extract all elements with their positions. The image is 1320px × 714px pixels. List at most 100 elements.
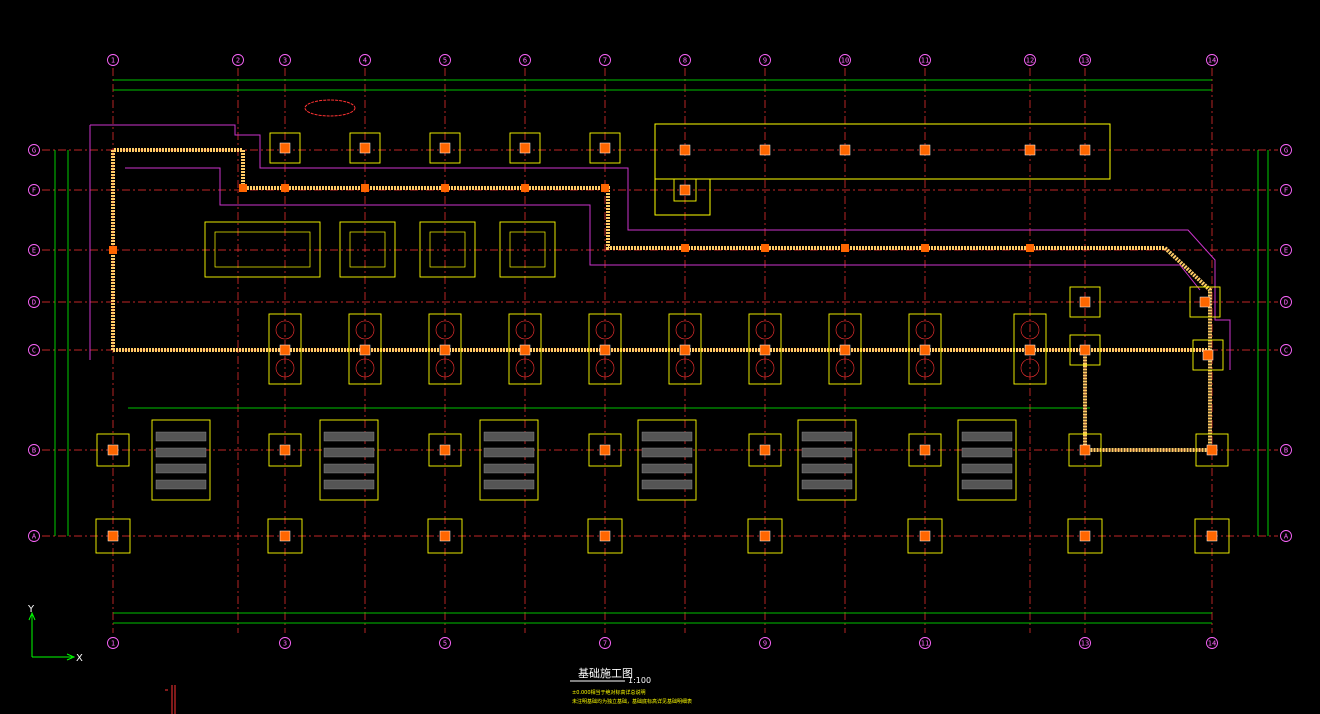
revision-cloud xyxy=(304,99,356,117)
grid-bubble-top-11: 11 xyxy=(919,54,931,66)
large-footings xyxy=(204,221,556,278)
large-footing-1 xyxy=(204,221,321,278)
wall-column-marker xyxy=(361,184,369,192)
double-footing-3 xyxy=(428,313,462,385)
strip-footing-path xyxy=(111,148,1212,452)
grid-bubble-bottom-14: 14 xyxy=(1206,637,1218,649)
footing-g-1 xyxy=(269,132,301,164)
grid-bubble-top-4-circle xyxy=(359,54,371,66)
pile-circle-upper xyxy=(515,320,535,340)
grid-bubble-top-3-label: 3 xyxy=(283,57,287,65)
grid-bubble-bottom-5-circle xyxy=(439,637,451,649)
footing-b-2-column xyxy=(279,444,291,456)
footing-a-6-outline xyxy=(907,518,943,554)
grid-bubble-right-A-circle xyxy=(1280,530,1292,542)
grid-bubble-right-D-circle xyxy=(1280,296,1292,308)
wall-column-6 xyxy=(521,184,529,192)
grid-bubble-right-D-label: D xyxy=(1284,299,1288,307)
grid-bubble-top-8-label: 8 xyxy=(683,57,687,65)
grid-bubble-top-2-circle xyxy=(232,54,244,66)
grid-bubble-right-G: G xyxy=(1280,144,1292,156)
footing-b-7 xyxy=(1068,433,1102,467)
double-footing-outline xyxy=(668,313,702,385)
ucs-x-arrow xyxy=(66,653,76,661)
pile-circle-lower xyxy=(435,358,455,378)
combined-footing-beam xyxy=(155,479,207,490)
grid-bubble-top-13-circle xyxy=(1079,54,1091,66)
footing-d-13-column xyxy=(1079,296,1091,308)
grid-bubble-right-C: C xyxy=(1280,344,1292,356)
footing-d-14-outline xyxy=(1189,286,1221,318)
pile-circle-upper xyxy=(595,320,615,340)
pile-circle-upper xyxy=(435,320,455,340)
wall-column-marker xyxy=(841,244,849,252)
grid-bubble-top-5-label: 5 xyxy=(443,57,447,65)
legend-stub xyxy=(165,685,176,714)
footing-b-1-outline xyxy=(96,433,130,467)
grid-bubble-top-3: 3 xyxy=(279,54,291,66)
pile-circle-upper xyxy=(675,320,695,340)
building-outline-inner xyxy=(125,167,1201,291)
footing-a-5-outline xyxy=(747,518,783,554)
footing-g-1-outline xyxy=(269,132,301,164)
grid-bubble-top-1-circle xyxy=(107,54,119,66)
wall-column-7 xyxy=(601,184,609,192)
grid-bubble-right-B: B xyxy=(1280,444,1292,456)
grid-bubble-bottom-11-label: 11 xyxy=(921,640,929,648)
double-footing-column xyxy=(919,344,931,356)
large-footing-inner xyxy=(349,231,386,268)
grid-bubble-bottom-7-label: 7 xyxy=(603,640,607,648)
grid-bubble-top-6-label: 6 xyxy=(523,57,527,65)
wall-column-marker xyxy=(1026,244,1034,252)
grid-bubble-top-2-label: 2 xyxy=(236,57,240,65)
combined-footing-5 xyxy=(797,419,857,501)
wall-column-2 xyxy=(239,184,247,192)
footing-b-3-outline xyxy=(428,433,462,467)
large-footing-outer xyxy=(339,221,396,278)
combined-footing-beam xyxy=(801,463,853,474)
combined-footing-outline xyxy=(797,419,857,501)
grid-bubble-bottom-9-circle xyxy=(759,637,771,649)
pile-circle-lower xyxy=(675,358,695,378)
drawing-note-1: ±0.000相当于绝对标高详总说明 xyxy=(572,689,646,696)
double-footing-10 xyxy=(1013,313,1047,385)
north-pad-outline xyxy=(654,123,1111,180)
grid-bubble-right-A: A xyxy=(1280,530,1292,542)
footing-a-1-outline xyxy=(95,518,131,554)
combined-footing-beam xyxy=(641,431,693,442)
footing-a-3 xyxy=(427,518,463,554)
combined-footing-6 xyxy=(957,419,1017,501)
combined-footing-outline xyxy=(637,419,697,501)
large-footing-inner xyxy=(509,231,546,268)
column-marker xyxy=(1024,144,1036,156)
grid-bubble-top-13-label: 13 xyxy=(1081,57,1089,65)
combined-footing-beam xyxy=(323,479,375,490)
combined-footing-3 xyxy=(479,419,539,501)
grid-bubble-left-C: C xyxy=(28,344,40,356)
dimension-lines xyxy=(54,79,1269,624)
double-footing-6 xyxy=(668,313,702,385)
grid-bubble-bottom-14-label: 14 xyxy=(1208,640,1216,648)
grid-bubble-right-F-circle xyxy=(1280,184,1292,196)
grid-bubble-left-G: G xyxy=(28,144,40,156)
footing-a-3-column xyxy=(439,530,451,542)
combined-footing-beam xyxy=(801,431,853,442)
footing-a-8 xyxy=(1194,518,1230,554)
double-footing-outline xyxy=(428,313,462,385)
wall-column-e-2 xyxy=(761,244,769,252)
grid-bubble-right-B-label: B xyxy=(1284,447,1288,455)
footing-b-3-column xyxy=(439,444,451,456)
wall-column-marker xyxy=(109,246,117,254)
grid-bubble-left-G-label: G xyxy=(32,147,36,155)
column-g-2 xyxy=(759,144,771,156)
footing-g-4-outline xyxy=(509,132,541,164)
column-marker xyxy=(759,144,771,156)
pile-circle-lower xyxy=(355,358,375,378)
footing-c-13 xyxy=(1069,334,1101,366)
grid-bubble-bottom-11-circle xyxy=(919,637,931,649)
grid-bubble-right-G-circle xyxy=(1280,144,1292,156)
grid-bubble-left-E-circle xyxy=(28,244,40,256)
footing-b-1 xyxy=(96,433,130,467)
pile-circle-lower xyxy=(915,358,935,378)
